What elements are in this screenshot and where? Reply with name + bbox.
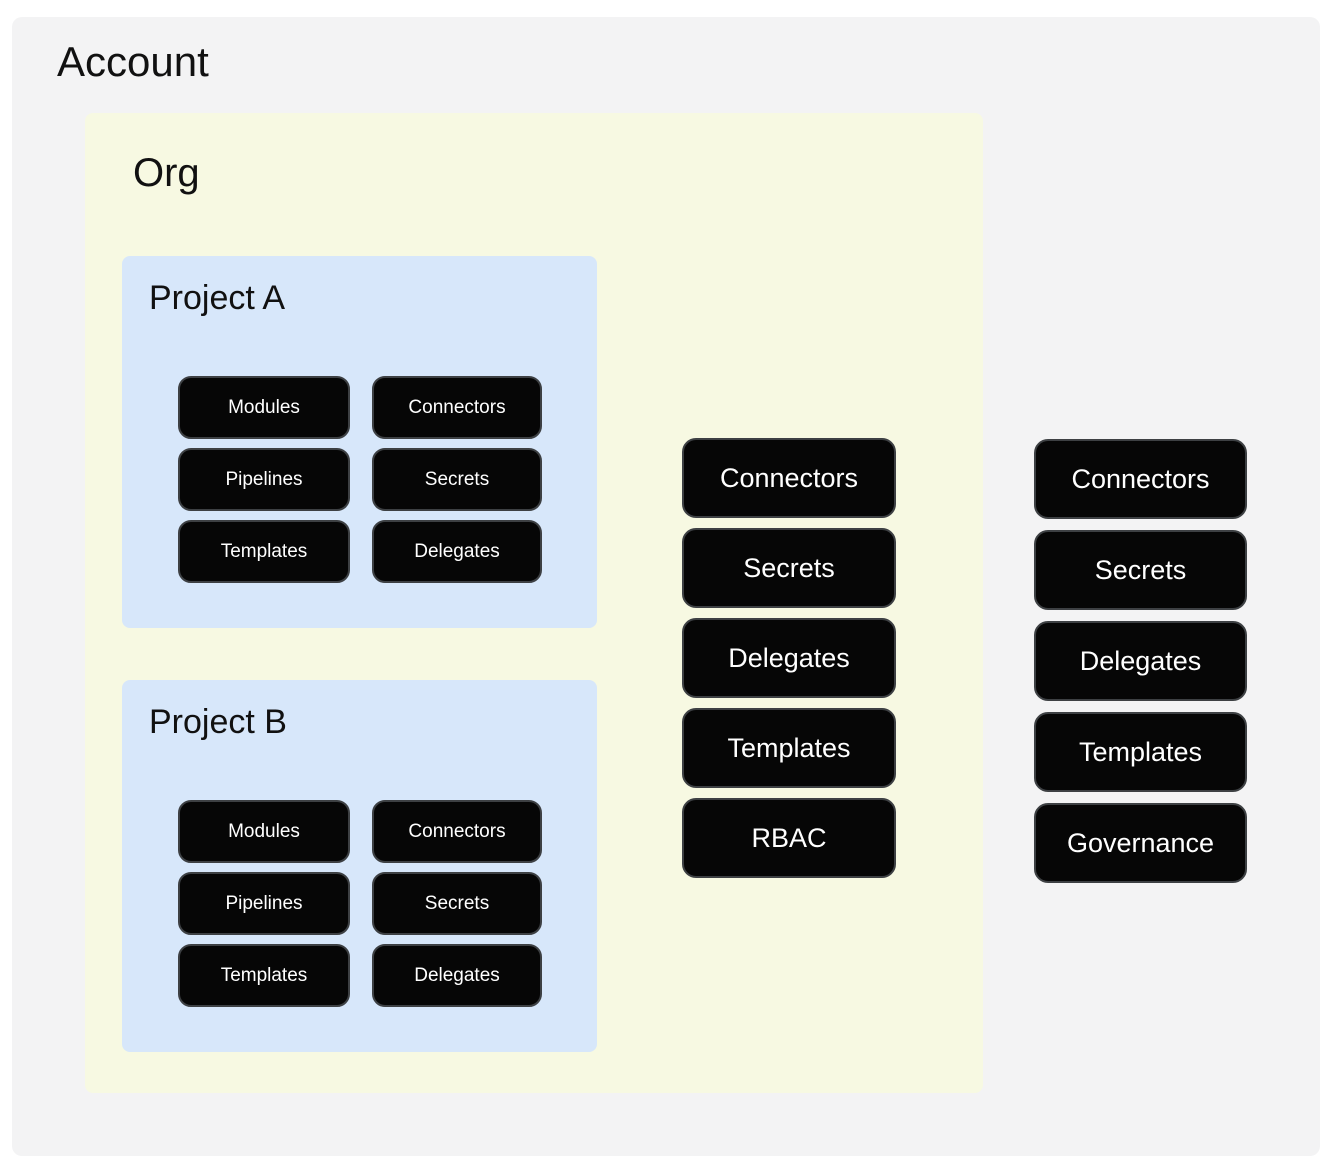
org-secrets-pill[interactable]: Secrets [682, 528, 896, 608]
project-b-templates-pill[interactable]: Templates [178, 944, 350, 1007]
org-container: Org Project A Modules Connectors Pipelin… [85, 113, 983, 1093]
org-resources: Connectors Secrets Delegates Templates R… [682, 438, 896, 878]
project-a-pipelines-pill[interactable]: Pipelines [178, 448, 350, 511]
project-a-templates-pill[interactable]: Templates [178, 520, 350, 583]
account-secrets-pill[interactable]: Secrets [1034, 530, 1247, 610]
org-delegates-pill[interactable]: Delegates [682, 618, 896, 698]
account-templates-pill[interactable]: Templates [1034, 712, 1247, 792]
project-b-container: Project B Modules Connectors Pipelines S… [122, 680, 597, 1052]
org-rbac-pill[interactable]: RBAC [682, 798, 896, 878]
project-a-title: Project A [149, 279, 286, 317]
project-a-secrets-pill[interactable]: Secrets [372, 448, 542, 511]
project-a-connectors-pill[interactable]: Connectors [372, 376, 542, 439]
project-b-delegates-pill[interactable]: Delegates [372, 944, 542, 1007]
org-title: Org [133, 151, 200, 195]
account-title: Account [57, 38, 209, 85]
project-a-resources: Modules Connectors Pipelines Secrets Tem… [178, 376, 542, 583]
project-a-container: Project A Modules Connectors Pipelines S… [122, 256, 597, 628]
org-templates-pill[interactable]: Templates [682, 708, 896, 788]
project-a-modules-pill[interactable]: Modules [178, 376, 350, 439]
org-connectors-pill[interactable]: Connectors [682, 438, 896, 518]
account-resources: Connectors Secrets Delegates Templates G… [1034, 439, 1247, 883]
project-b-modules-pill[interactable]: Modules [178, 800, 350, 863]
project-b-pipelines-pill[interactable]: Pipelines [178, 872, 350, 935]
project-a-delegates-pill[interactable]: Delegates [372, 520, 542, 583]
account-connectors-pill[interactable]: Connectors [1034, 439, 1247, 519]
account-container: Account Org Project A Modules Connectors… [12, 17, 1320, 1156]
project-b-connectors-pill[interactable]: Connectors [372, 800, 542, 863]
project-b-resources: Modules Connectors Pipelines Secrets Tem… [178, 800, 542, 1007]
project-b-secrets-pill[interactable]: Secrets [372, 872, 542, 935]
account-delegates-pill[interactable]: Delegates [1034, 621, 1247, 701]
project-b-title: Project B [149, 703, 287, 741]
account-governance-pill[interactable]: Governance [1034, 803, 1247, 883]
